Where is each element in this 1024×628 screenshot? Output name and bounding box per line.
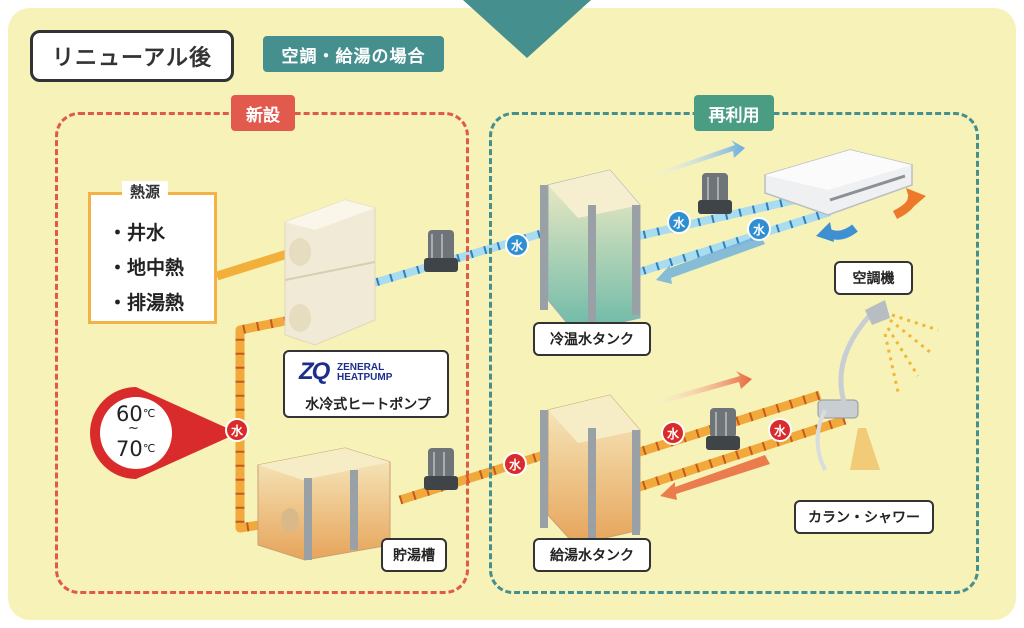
cold-water-tank — [540, 169, 641, 334]
water-marker: 水 — [225, 418, 249, 442]
water-marker: 水 — [747, 217, 771, 241]
cold-tank-label: 冷温水タンク — [533, 322, 651, 356]
water-marker: 水 — [661, 421, 685, 445]
new-install-label: 新設 — [231, 95, 295, 131]
water-marker: 水 — [503, 452, 527, 476]
water-marker: 水 — [505, 233, 529, 257]
faucet-shower-label: カラン・シャワー — [794, 500, 934, 534]
water-marker: 水 — [667, 210, 691, 234]
shower-spray — [883, 313, 939, 393]
air-conditioner — [764, 149, 913, 216]
heat-pump-unit — [284, 199, 376, 346]
zeneral-logo: ZQ — [299, 358, 330, 385]
temperature-unit-high: ℃ — [143, 407, 156, 420]
heat-pump-label: ZQ ZENERAL HEATPUMP 水冷式ヒートポンプ — [283, 350, 449, 418]
flow-arrow-blue-2 — [656, 235, 765, 284]
temperature-marker: 60 ℃ ~ 70 ℃ — [88, 385, 238, 481]
heat-source-heading: 熱源 — [122, 181, 169, 203]
hot-supply-pipe — [398, 445, 562, 505]
temperature-high: 60 — [116, 402, 143, 426]
heat-source-item: ・地中熱 — [108, 257, 185, 279]
water-marker: 水 — [768, 418, 792, 442]
temperature-low: 70 — [116, 437, 143, 461]
temperature-tilde: ~ — [128, 421, 139, 436]
page-title: リニューアル後 — [30, 30, 234, 82]
shower-faucet — [815, 300, 890, 471]
temperature-pin-icon — [90, 387, 238, 479]
pump-4 — [424, 448, 458, 490]
down-arrow-triangle — [463, 0, 591, 58]
storage-tank-label: 貯湯槽 — [381, 538, 447, 572]
heat-pump-name: 水冷式ヒートポンプ — [305, 397, 431, 413]
flow-arrow-red-2 — [660, 455, 770, 500]
heat-source-item: ・排湯熱 — [108, 292, 185, 314]
scenario-badge: 空調・給湯の場合 — [263, 36, 444, 72]
flow-arrow-red-1 — [640, 371, 752, 410]
pump-1 — [424, 230, 458, 272]
brand-line-2: HEATPUMP — [337, 372, 393, 383]
hot-tank-label: 給湯水タンク — [533, 538, 651, 572]
reuse-label: 再利用 — [694, 95, 774, 131]
flow-arrow-blue-1 — [640, 140, 745, 182]
aircon-return-pipe — [628, 208, 832, 279]
pump-2 — [698, 173, 732, 214]
brand-line-1: ZENERAL — [337, 362, 385, 373]
heat-source-item: ・井水 — [108, 222, 166, 244]
hot-water-tank — [540, 394, 641, 546]
pump-3 — [706, 408, 740, 450]
aircon-label: 空調機 — [834, 261, 913, 295]
temperature-unit-low: ℃ — [143, 442, 156, 455]
storage-tank — [257, 447, 391, 561]
